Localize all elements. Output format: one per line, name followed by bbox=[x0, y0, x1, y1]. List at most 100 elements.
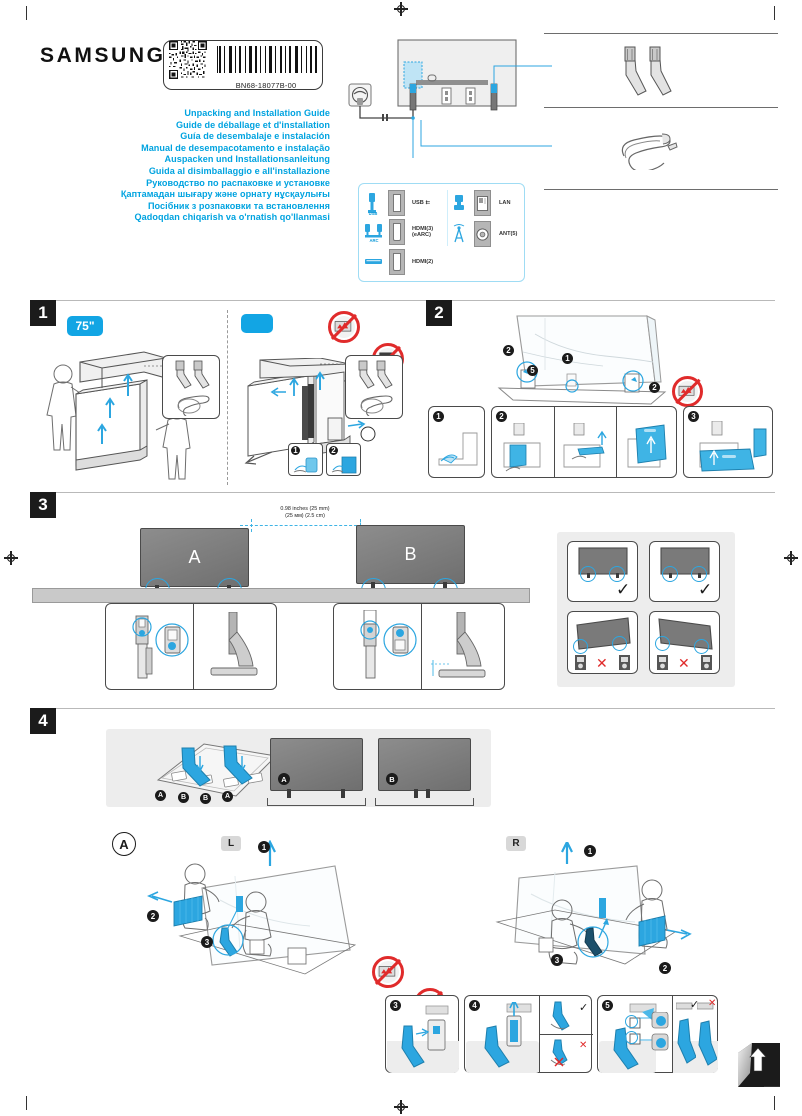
step-3-measurement-tick-left bbox=[251, 519, 252, 532]
step-4-bs4-right-split bbox=[540, 1034, 593, 1035]
step-1-number: 1 bbox=[30, 300, 56, 326]
crop-mark-br-v bbox=[774, 1096, 775, 1110]
step-3-separator bbox=[30, 492, 775, 493]
step-3-measurement-dashline bbox=[240, 525, 362, 526]
step-4-right-callout-2: 2 bbox=[659, 962, 671, 974]
step-3-good-left-hl-2 bbox=[609, 566, 625, 582]
step-3-bad-right-hl-1 bbox=[655, 636, 670, 651]
connection-ports-panel: USB USB ⇇ ARC HDMI(3) (eARC) HDMI(2) bbox=[358, 183, 525, 282]
ant-port-socket bbox=[474, 221, 491, 247]
step-3-measurement: 0.98 inches (25 mm) (25 мм) (2.5 cm) bbox=[235, 506, 375, 520]
step-3-good-left-check: ✓ bbox=[616, 580, 631, 599]
title-kk: Қаптамадан шығару және орнату нұсқаулығы bbox=[120, 189, 330, 200]
title-uz: Qadoqdan chiqarish va o'rnatish qo'llanm… bbox=[134, 212, 330, 223]
hdmi-connector-icon bbox=[365, 259, 382, 264]
hdmi-arc-connector-icon bbox=[365, 224, 382, 238]
step-1-right-detail-box bbox=[345, 355, 403, 419]
step-3-tv-b-label: B bbox=[404, 544, 417, 564]
samsung-logo: SAMSUNG bbox=[40, 44, 166, 67]
leg-marker-left-icon bbox=[575, 655, 586, 670]
crop-mark-tl-v bbox=[26, 6, 27, 20]
step-4-number: 4 bbox=[30, 708, 56, 734]
step-4-right-callout-1: 1 bbox=[584, 845, 596, 857]
stand-side-profile-b-icon bbox=[431, 612, 486, 678]
step-4-separator bbox=[30, 708, 775, 709]
step-3-bad-left-x: ✕ bbox=[596, 655, 608, 671]
registration-mark-top bbox=[394, 2, 408, 16]
usb-connector-label: USB bbox=[368, 211, 378, 216]
step-3-good-right-hl-1 bbox=[662, 566, 678, 582]
leg-seated-correct-icon bbox=[550, 1001, 570, 1031]
stand-legs-icon-small bbox=[175, 360, 210, 389]
registration-mark-left bbox=[4, 551, 18, 565]
step-4-tv-b-leg-l bbox=[414, 789, 418, 798]
step-3-shelf bbox=[32, 588, 530, 603]
crop-mark-bl-v bbox=[26, 1096, 27, 1110]
title-fr: Guide de déballage et d'installation bbox=[175, 119, 330, 130]
step-3-detail-b bbox=[333, 603, 505, 690]
step-3-bad-left-hl-1 bbox=[573, 639, 588, 654]
crop-mark-tr-v bbox=[774, 6, 775, 20]
step-3-detail-a-divider bbox=[193, 604, 194, 689]
step-3-bad-right-x: ✕ bbox=[678, 655, 690, 671]
step-2-substep-3-number: 3 bbox=[688, 411, 699, 422]
hdmi-earc-port-label: HDMI(3) (eARC) bbox=[412, 225, 434, 239]
step-3-check-panel: ✓ ✓ ✕ ✕ bbox=[557, 532, 735, 687]
step-2-callout-5: 5 bbox=[527, 365, 538, 376]
step-3-good-left: ✓ bbox=[567, 541, 638, 602]
cable-tie-icon-small bbox=[177, 395, 210, 416]
film-removed-icon bbox=[627, 424, 667, 468]
step-3-bad-right-hl-2 bbox=[694, 639, 709, 654]
lock-detail-callout-icon bbox=[640, 1012, 669, 1051]
step-4-left-callout-1: 1 bbox=[258, 841, 270, 853]
model-code-text: BN68-18077B-00 bbox=[235, 80, 297, 90]
hand-pull-tab-icon bbox=[293, 457, 318, 473]
ant-port-label: ANT(5) bbox=[499, 230, 518, 237]
cable-tie-icon bbox=[621, 133, 678, 170]
lan-port-label: LAN bbox=[499, 199, 511, 206]
hdmi-earc-port-socket bbox=[389, 219, 405, 245]
hdmi-port-socket bbox=[389, 249, 405, 275]
step-4-right-callout-3: 3 bbox=[551, 954, 563, 966]
pull-film-tab-icon bbox=[503, 423, 541, 472]
step-2-substep-3: 3 bbox=[683, 406, 773, 478]
step-1-right-illustration bbox=[244, 358, 376, 465]
step-3-bad-left-hl-2 bbox=[612, 636, 627, 651]
step-3-measurement-tick-right bbox=[360, 519, 361, 529]
leg-marker-right-icon-2 bbox=[701, 655, 712, 670]
ports-column-divider bbox=[447, 190, 448, 246]
step-4-tv-variant-b-label: B bbox=[386, 773, 398, 785]
step-4-bs5-divider bbox=[672, 996, 673, 1072]
port-row-hdmi: HDMI(2) bbox=[364, 248, 444, 276]
step-1-left-detail-box bbox=[162, 355, 220, 419]
step-3-bad-left: ✕ bbox=[567, 611, 638, 674]
step-4-bottom-substep-5-number: 5 bbox=[602, 1000, 613, 1011]
step-3-tv-b: B bbox=[356, 525, 465, 584]
port-row-usb: USB USB ⇇ bbox=[364, 189, 444, 217]
step-1-left-illustration bbox=[46, 351, 191, 480]
usb-connector-icon bbox=[368, 193, 376, 213]
step-1-size-badge: 75" bbox=[67, 316, 103, 336]
step-4-template-label-2: B bbox=[178, 792, 189, 803]
qr-code-icon bbox=[169, 40, 207, 79]
port-row-hdmi-earc: ARC HDMI(3) (eARC) bbox=[364, 218, 444, 246]
title-uk: Посібник з розпаковки та встановлення bbox=[147, 200, 330, 211]
step-3-good-right: ✓ bbox=[649, 541, 720, 602]
lan-port-socket bbox=[474, 190, 491, 216]
step-4-bs5-hl-2 bbox=[625, 1031, 638, 1044]
warning-no-sharp-object-step2 bbox=[672, 376, 703, 407]
step-1-substep-1-number: 1 bbox=[291, 446, 300, 455]
step-4-tv-b-leg-r bbox=[426, 789, 430, 798]
step-1-size-badge-variant bbox=[241, 314, 273, 333]
hdmi-arc-connector-label: ARC bbox=[369, 238, 379, 243]
antenna-connector-icon bbox=[453, 224, 465, 243]
step-4-side-badge-right: R bbox=[506, 836, 526, 851]
warning-no-sharp-object-step4 bbox=[372, 956, 404, 988]
step-3-good-right-check: ✓ bbox=[698, 580, 713, 599]
measurement-line-imperial: 0.98 inches (25 mm) bbox=[280, 506, 330, 512]
step-4-right-scene bbox=[495, 842, 692, 965]
hand-remove-foam-icon bbox=[331, 456, 357, 474]
step-2-substep-2-number: 2 bbox=[496, 411, 507, 422]
measurement-line-metric: (25 мм) (2.5 cm) bbox=[285, 513, 325, 519]
step-3-detail-b-divider bbox=[421, 604, 422, 689]
